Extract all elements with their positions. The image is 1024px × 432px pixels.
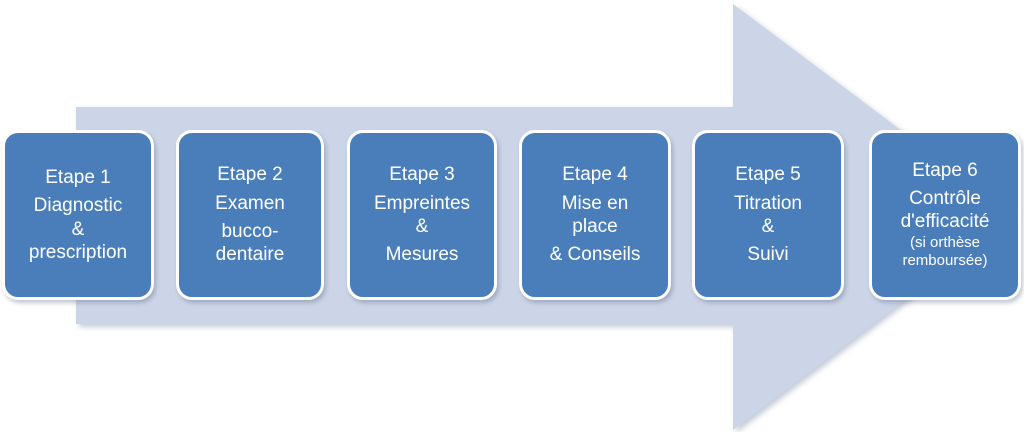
step-6-line-2: Contrôle	[909, 188, 981, 210]
step-box-6[interactable]: Etape 6 Contrôle d'efficacité (si orthès…	[869, 130, 1021, 300]
step-box-5[interactable]: Etape 5 Titration & Suivi	[692, 130, 844, 300]
step-6-line-1: Etape 6	[912, 159, 978, 181]
step-box-1[interactable]: Etape 1 Diagnostic & prescription	[2, 130, 154, 300]
step-6-line-5: remboursée)	[902, 252, 988, 270]
step-box-3[interactable]: Etape 3 Empreintes & Mesures	[347, 130, 497, 300]
step-1-line-2: Diagnostic	[33, 195, 123, 217]
step-5-line-4: Suivi	[747, 244, 789, 266]
step-3-line-3: &	[415, 216, 429, 237]
step-4-line-1: Etape 4	[562, 164, 628, 186]
step-5-line-2: Titration	[734, 192, 802, 214]
step-5-line-3: &	[761, 216, 775, 237]
step-1-line-4: prescription	[28, 241, 128, 263]
step-4-line-3: place	[572, 216, 618, 237]
step-box-4[interactable]: Etape 4 Mise en place & Conseils	[519, 130, 671, 300]
step-3-line-2: Empreintes	[373, 192, 471, 214]
step-4-line-2: Mise en	[561, 192, 629, 214]
step-2-line-2: Examen	[215, 192, 285, 214]
step-6-line-4: (si orthèse	[909, 233, 981, 251]
step-2-line-4: dentaire	[215, 244, 285, 266]
step-3-line-1: Etape 3	[389, 164, 455, 186]
step-4-line-4: & Conseils	[549, 244, 641, 266]
step-1-line-3: &	[71, 218, 85, 240]
step-3-line-4: Mesures	[385, 244, 459, 266]
step-5-line-1: Etape 5	[735, 164, 801, 186]
step-box-2[interactable]: Etape 2 Examen bucco- dentaire	[176, 130, 324, 300]
step-2-line-1: Etape 2	[217, 164, 283, 186]
step-2-line-3: bucco-	[221, 221, 279, 242]
step-1-line-1: Etape 1	[45, 166, 111, 188]
step-6-line-3: d'efficacité	[900, 211, 990, 233]
